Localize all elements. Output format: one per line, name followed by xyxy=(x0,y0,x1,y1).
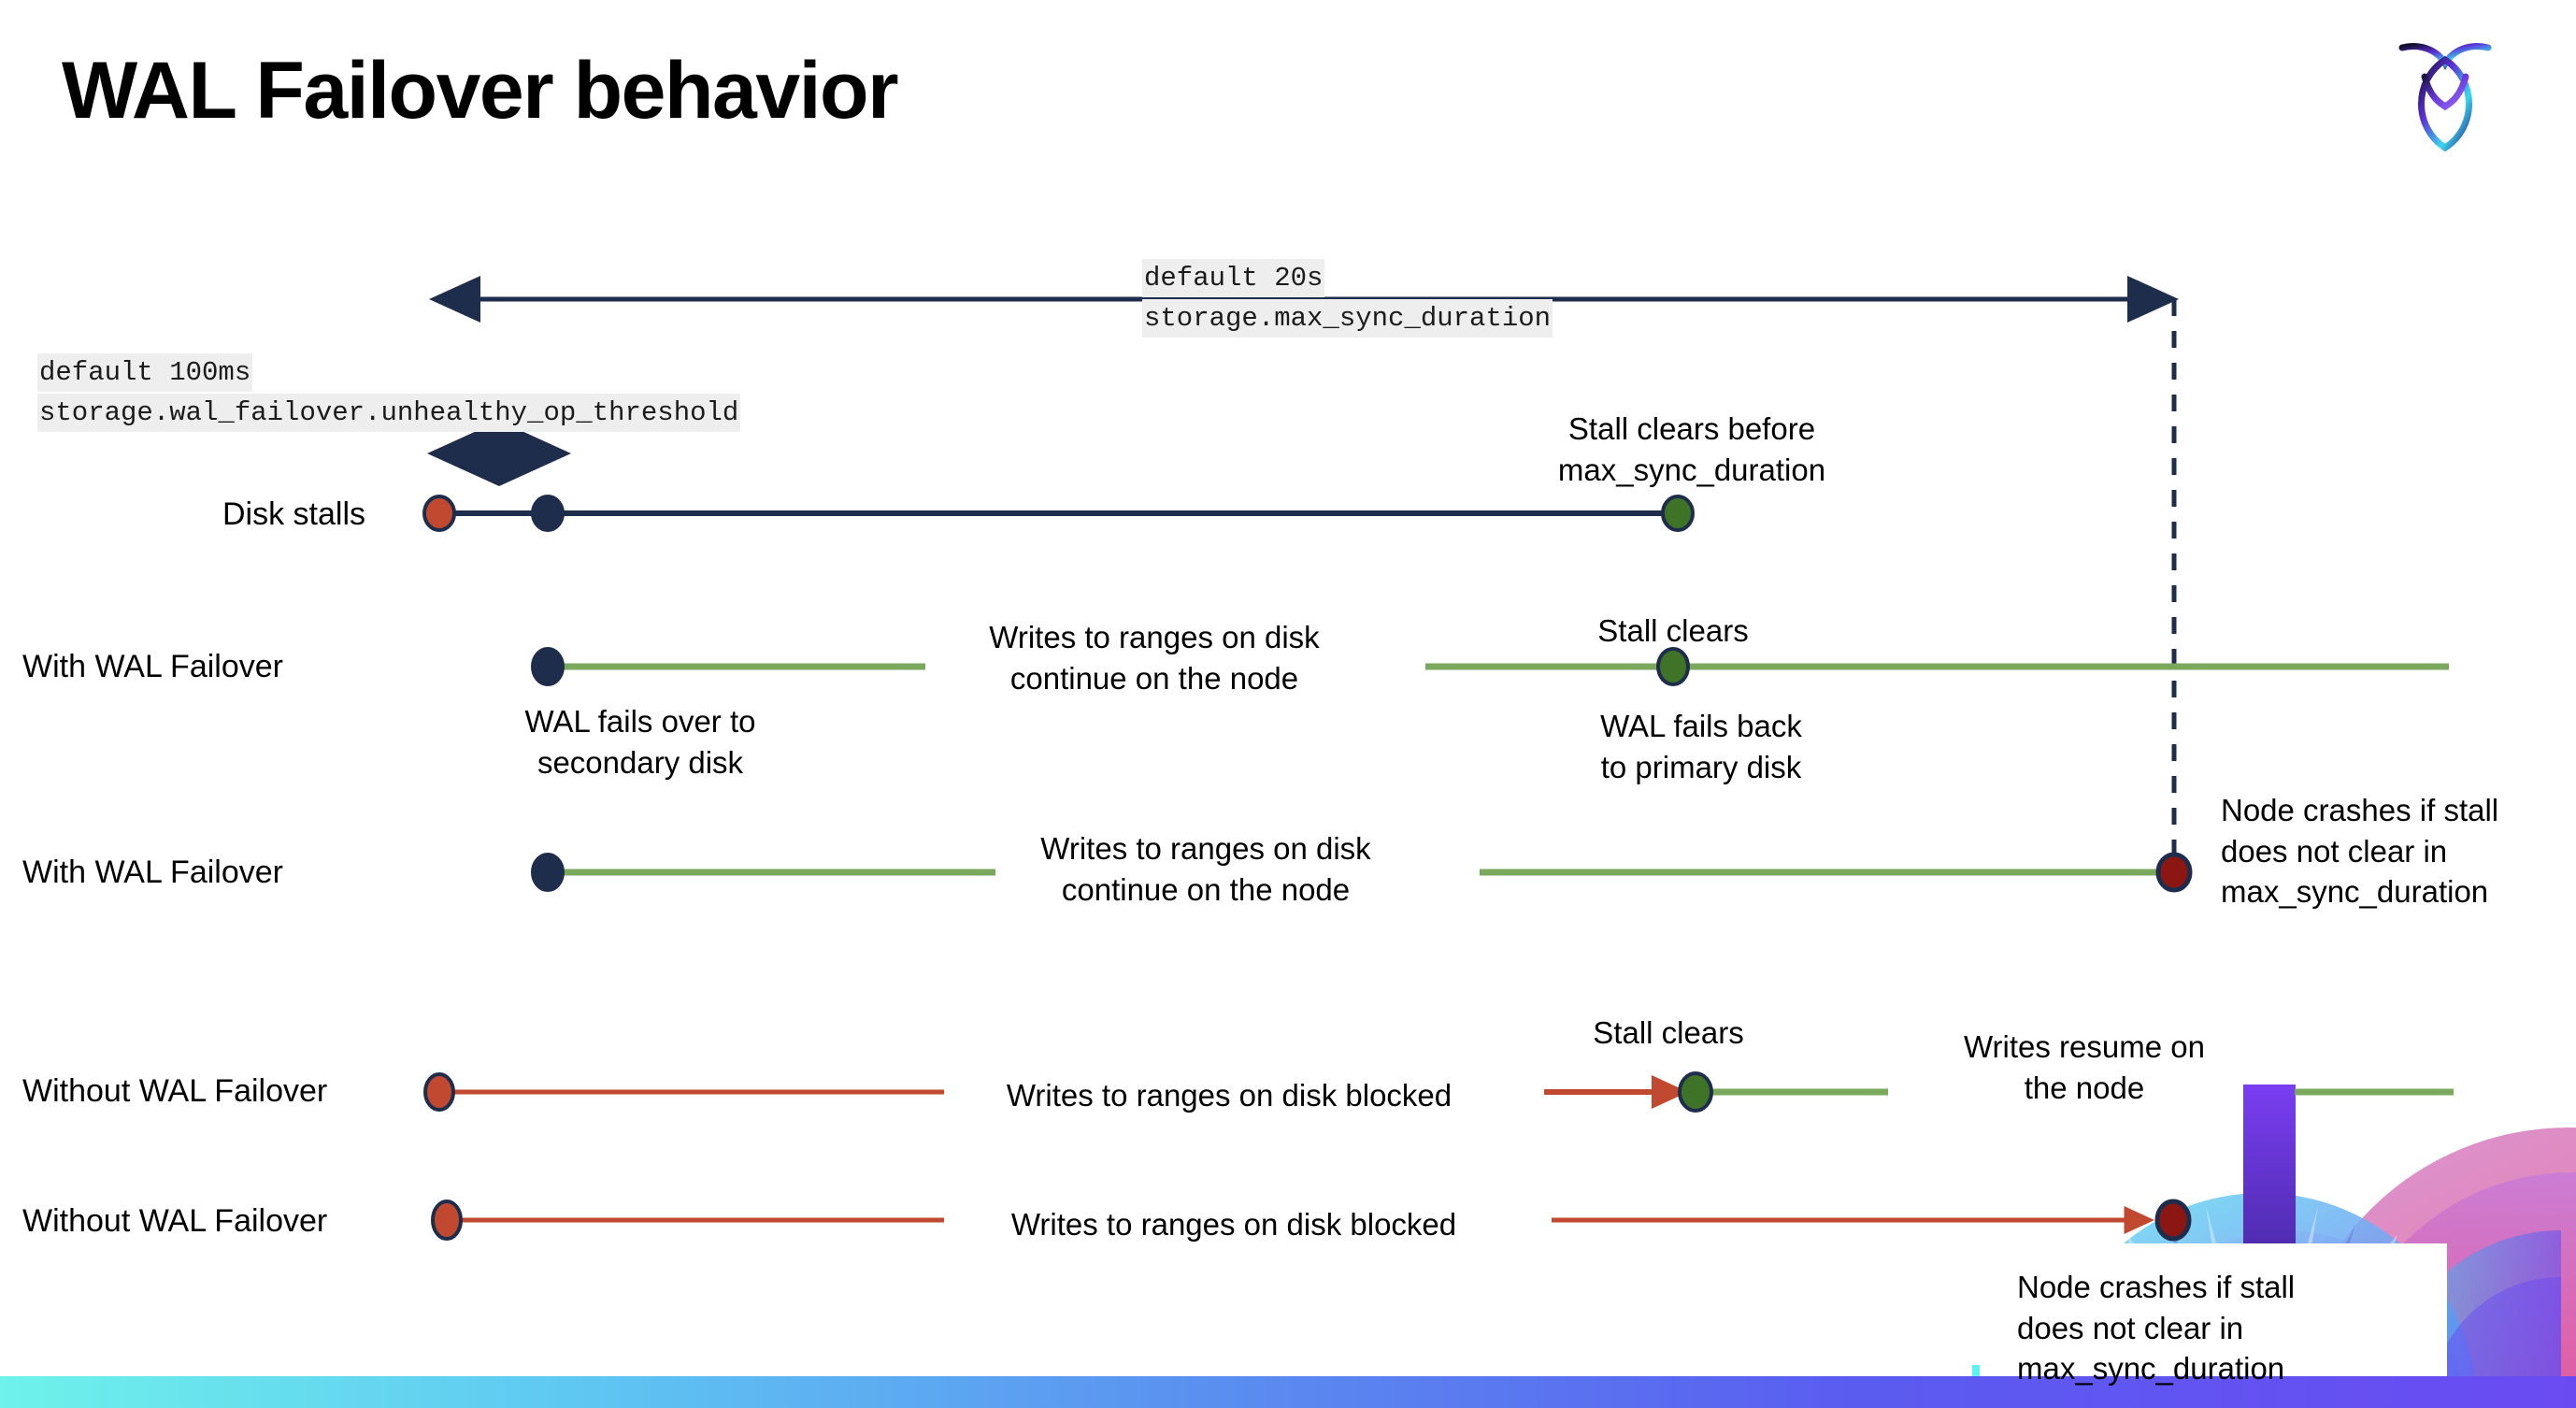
without-failover-stall-start-dot-row4 xyxy=(423,1072,455,1112)
max-sync-duration-setting-label: storage.max_sync_duration xyxy=(1142,299,1553,338)
row-label-without-wal-failover-2: Without WAL Failover xyxy=(22,1203,328,1239)
unhealthy-threshold-setting-label: storage.wal_failover.unhealthy_op_thresh… xyxy=(37,394,741,433)
row-label-with-wal-failover-2: With WAL Failover xyxy=(22,855,283,890)
wal-failover-start-dot-row3 xyxy=(531,853,565,892)
without-failover-stall-start-dot-row5 xyxy=(431,1200,463,1241)
row-label-with-wal-failover-1: With WAL Failover xyxy=(22,649,283,684)
note-stall-clears-row2: Stall clears xyxy=(1597,613,1749,648)
note-writes-blocked-row4: Writes to ranges on disk blocked xyxy=(1006,1078,1453,1113)
wal-failover-trigger-dot xyxy=(531,495,565,532)
wal-failback-dot-row2 xyxy=(1656,647,1690,686)
note-writes-resume-row4: Writes resume on the node xyxy=(1964,1029,2205,1105)
unhealthy-threshold-default-label: default 100ms xyxy=(37,353,253,393)
note-writes-continue-row3: Writes to ranges on disk continue on the… xyxy=(1040,831,1371,907)
node-crash-dot-row3 xyxy=(2155,852,2193,893)
bottom-gradient-bar xyxy=(0,1376,2576,1408)
note-writes-blocked-row5: Writes to ranges on disk blocked xyxy=(1010,1207,1457,1242)
wal-failover-start-dot-row2 xyxy=(531,647,565,686)
note-writes-continue-row2: Writes to ranges on disk continue on the… xyxy=(989,620,1320,696)
max-sync-duration-default-label: default 20s xyxy=(1142,259,1325,298)
note-node-crashes-row3: Node crashes if stall does not clear in … xyxy=(2221,793,2499,910)
page-title: WAL Failover behavior xyxy=(62,46,899,136)
note-wal-fails-over-secondary: WAL fails over to secondary disk xyxy=(524,704,756,780)
note-stall-clears-before-max-sync: Stall clears before max_sync_duration xyxy=(1557,411,1826,487)
note-stall-clears-row4: Stall clears xyxy=(1593,1015,1744,1050)
cockroachdb-logo xyxy=(2389,28,2501,159)
row-label-disk-stalls: Disk stalls xyxy=(222,496,366,532)
disk-stall-start-dot xyxy=(422,495,456,532)
without-failover-stall-clears-dot-row4 xyxy=(1678,1071,1713,1113)
note-node-crashes-row5: Node crashes if stall does not clear in … xyxy=(2017,1270,2296,1386)
row-label-without-wal-failover-1: Without WAL Failover xyxy=(22,1073,328,1109)
note-wal-fails-back-primary: WAL fails back to primary disk xyxy=(1600,709,1802,784)
disk-stall-clears-dot xyxy=(1661,495,1695,532)
